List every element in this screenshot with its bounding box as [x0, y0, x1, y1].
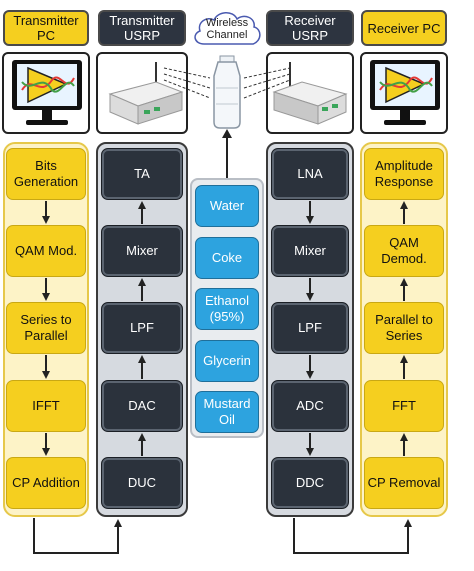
liquid-mustard-oil-label: Mustard Oil: [203, 396, 251, 427]
liquid-coke: Coke: [195, 237, 259, 279]
header-receiver-usrp-label: Receiver USRP: [284, 13, 336, 43]
block-fft-label: FFT: [392, 398, 416, 413]
block-ta: TA: [101, 148, 183, 200]
liquid-ethanol: Ethanol (95%): [195, 288, 259, 330]
block-series-to-parallel: Series to Parallel: [6, 302, 86, 354]
receiver-usrp-image: [266, 52, 354, 134]
block-lna-label: LNA: [297, 166, 323, 181]
liquid-glycerin: Glycerin: [195, 340, 259, 382]
block-rx-lpf-label: LPF: [298, 320, 322, 335]
usrp-device-icon: [108, 62, 184, 125]
block-cp-removal: CP Removal: [364, 457, 444, 509]
liquid-glycerin-label: Glycerin: [203, 353, 251, 368]
block-qam-mod: QAM Mod.: [6, 225, 86, 277]
labview-monitor-icon: [12, 60, 82, 125]
header-transmitter-pc-label: Transmitter PC: [13, 13, 79, 43]
block-adc-label: ADC: [296, 398, 324, 413]
block-cp-addition: CP Addition: [6, 457, 86, 509]
block-tx-lpf-label: LPF: [130, 320, 154, 335]
transmitter-pc-image: [2, 52, 90, 134]
block-ifft: IFFT: [6, 380, 86, 432]
block-tx-lpf: LPF: [101, 302, 183, 354]
block-tx-mixer-label: Mixer: [126, 243, 158, 258]
block-parallel-to-series: Parallel to Series: [364, 302, 444, 354]
header-receiver-usrp: Receiver USRP: [266, 10, 354, 46]
liquid-mustard-oil: Mustard Oil: [195, 391, 259, 433]
block-qam-demod: QAM Demod.: [364, 225, 444, 277]
block-ifft-label: IFFT: [32, 398, 60, 413]
header-receiver-pc: Receiver PC: [361, 10, 447, 46]
block-amplitude-response: Amplitude Response: [364, 148, 444, 200]
block-bits-generation: Bits Generation: [6, 148, 86, 200]
block-cp-addition-label: CP Addition: [12, 475, 80, 490]
usrp-device-icon-rx: [272, 62, 348, 125]
block-duc: DUC: [101, 457, 183, 509]
block-rx-mixer-label: Mixer: [294, 243, 326, 258]
header-transmitter-usrp: Transmitter USRP: [98, 10, 186, 46]
header-wireless-channel: Wireless Channel: [198, 17, 256, 41]
block-dac-label: DAC: [128, 398, 156, 413]
liquid-ethanol-label: Ethanol (95%): [204, 293, 250, 324]
block-dac: DAC: [101, 380, 183, 432]
block-bits-generation-label: Bits Generation: [13, 158, 79, 189]
block-ta-label: TA: [134, 166, 150, 181]
header-transmitter-usrp-label: Transmitter USRP: [109, 13, 175, 43]
labview-monitor-icon-rx: [370, 60, 440, 125]
block-series-to-parallel-label: Series to Parallel: [20, 312, 72, 343]
block-cp-removal-label: CP Removal: [367, 475, 441, 490]
block-parallel-to-series-label: Parallel to Series: [375, 312, 433, 343]
block-tx-mixer: Mixer: [101, 225, 183, 277]
block-duc-label: DUC: [127, 475, 157, 490]
block-adc: ADC: [271, 380, 349, 432]
receiver-pc-image: [360, 52, 448, 134]
transmitter-usrp-image: [96, 52, 188, 134]
block-lna: LNA: [271, 148, 349, 200]
block-fft: FFT: [364, 380, 444, 432]
header-transmitter-pc: Transmitter PC: [3, 10, 89, 46]
block-qam-mod-label: QAM Mod.: [14, 243, 78, 258]
block-ddc-label: DDC: [295, 475, 325, 490]
header-receiver-pc-label: Receiver PC: [367, 20, 441, 36]
liquid-water-label: Water: [209, 198, 245, 213]
liquid-water: Water: [195, 185, 259, 227]
block-qam-demod-label: QAM Demod.: [381, 235, 427, 266]
block-rx-lpf: LPF: [271, 302, 349, 354]
liquid-coke-label: Coke: [211, 250, 243, 265]
block-ddc: DDC: [271, 457, 349, 509]
wireless-channel-label: Wireless Channel: [205, 17, 249, 41]
block-rx-mixer: Mixer: [271, 225, 349, 277]
block-amplitude-response-label: Amplitude Response: [374, 158, 434, 189]
